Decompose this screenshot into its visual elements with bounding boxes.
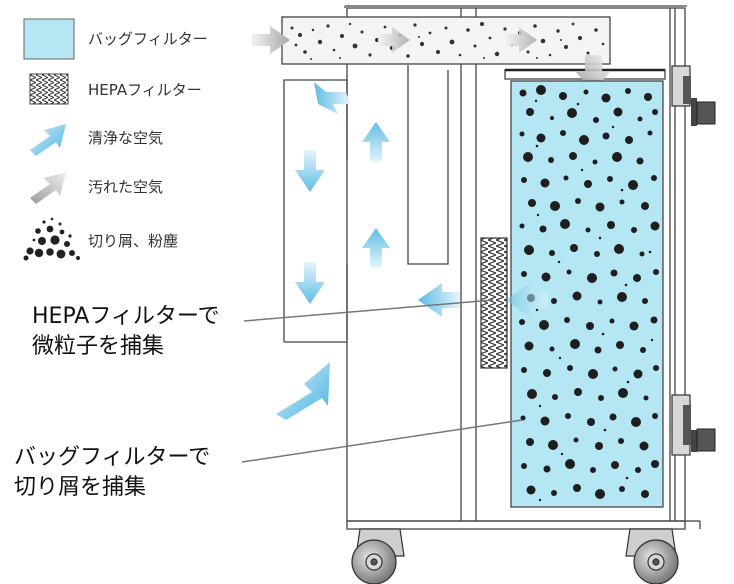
clean-air-arrow-hepa-icon — [506, 283, 548, 317]
legend-dirty-air-label: 汚れた空気 — [88, 178, 163, 196]
clean-air-arrow-left-mid-icon — [418, 283, 460, 317]
hepa-callout-line2: 微粒子を捕集 — [32, 334, 165, 359]
clean-air-arrow-down-2-icon — [295, 262, 325, 304]
caster-right — [625, 528, 679, 584]
bag-callout-line2: 切り屑を捕集 — [14, 475, 147, 500]
bag-callout-leader — [241, 419, 523, 463]
legend-clean-air-label: 清浄な空気 — [88, 129, 163, 147]
hepa-callout: HEPAフィルターで 微粒子を捕集 — [32, 302, 220, 362]
hepa-filter — [480, 237, 508, 369]
dirty-air-arrow-down-icon — [576, 55, 610, 92]
clean-air-arrow-top-left-icon — [314, 82, 350, 114]
dirty-air-arrow-duct-2-icon — [505, 27, 537, 53]
clean-air-arrow-up-2-icon — [362, 228, 390, 268]
legend-dirty-air-arrow-icon — [30, 172, 66, 204]
legend-hepa-filter-label: HEPAフィルター — [88, 81, 202, 99]
inlet-duct-particles — [290, 22, 605, 60]
hepa-callout-leader — [243, 299, 494, 322]
dirty-air-arrow-duct-1-icon — [378, 27, 410, 53]
legend-bag-filter-swatch — [23, 18, 75, 60]
hepa-callout-line1: HEPAフィルターで — [32, 304, 220, 329]
legend: バッグフィルター HEPAフィルター 清浄な空気 汚れた空気 切り屑、粉塵 — [23, 18, 208, 261]
legend-hepa-filter-swatch — [29, 73, 69, 105]
legend-chips-icon — [23, 217, 80, 261]
cabinet-hinges — [671, 65, 716, 456]
legend-clean-air-arrow-icon — [30, 124, 66, 156]
dirty-air-arrow-inlet-icon — [252, 26, 290, 54]
legend-chips-label: 切り屑、粉塵 — [88, 232, 178, 250]
bag-callout: バッグフィルターで 切り屑を捕集 — [14, 443, 210, 503]
bag-filter-particles — [519, 85, 660, 502]
legend-bag-filter-label: バッグフィルター — [88, 30, 208, 48]
inlet-duct — [281, 16, 611, 65]
caster-left — [351, 528, 405, 584]
clean-air-arrow-down-1-icon — [295, 150, 325, 192]
clean-air-arrow-exhaust-icon — [276, 362, 330, 420]
clean-air-arrows — [276, 82, 548, 420]
clean-air-arrow-up-1-icon — [362, 122, 390, 162]
bag-callout-line1: バッグフィルターで — [14, 445, 211, 470]
